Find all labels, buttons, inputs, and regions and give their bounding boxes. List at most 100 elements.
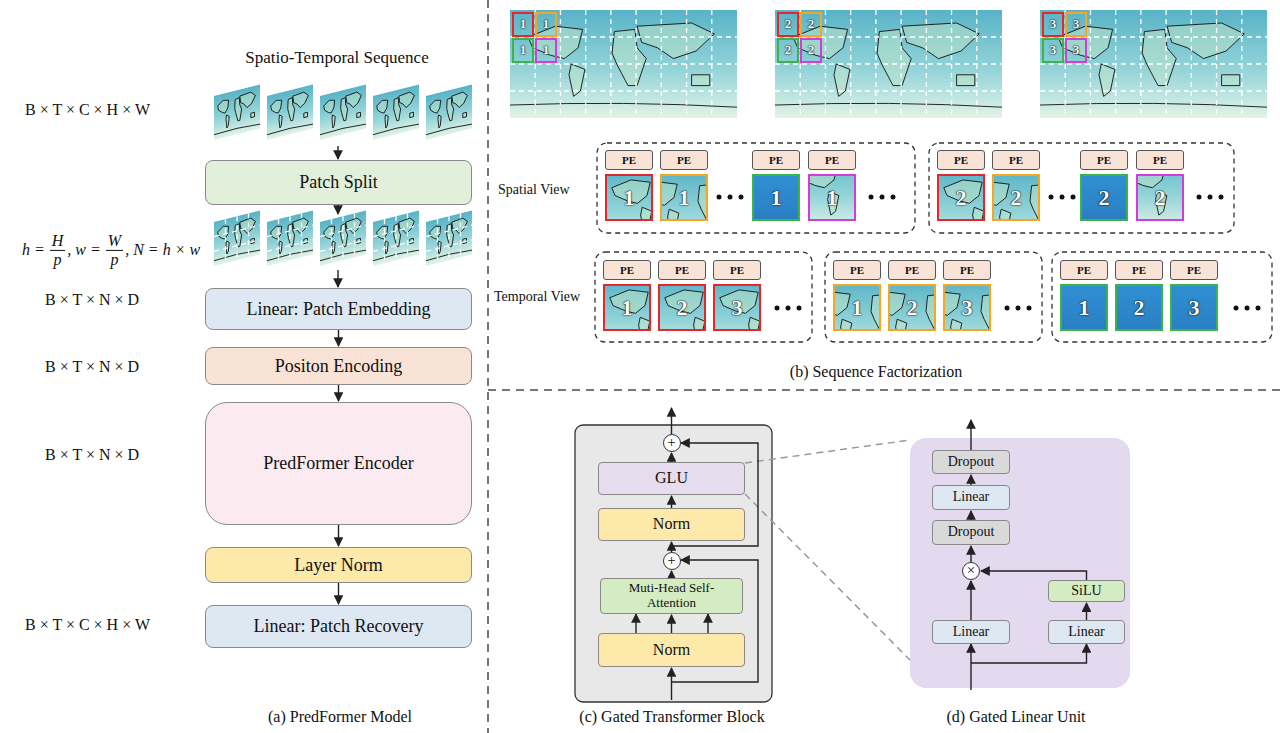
connector [970,546,971,562]
map-ocean [1138,176,1182,219]
grid-line [1040,63,1267,64]
world-map [320,211,366,266]
world-map [267,85,313,140]
land-outline [426,123,472,136]
land-outline [973,207,983,219]
grid-line [926,10,927,118]
connector [671,542,672,552]
grid-line [686,10,687,118]
thumbnail [320,211,366,266]
patch-number: 2 [677,295,688,320]
land-outline [841,319,852,329]
label-text: B × T × N × D [45,291,139,308]
land-outline [749,317,759,329]
map-ocean [715,286,759,329]
grid-line [354,213,355,257]
land-outline [293,91,309,109]
patch-number: 1 [622,295,633,320]
patch-number: 2 [1011,185,1022,210]
label-text: (b) Sequence Factorization [790,363,962,380]
grid-line [448,216,449,260]
thumbnail [426,211,472,266]
process-box: Layer Norm [205,547,472,583]
world-map [1138,176,1182,219]
label-text: W [108,232,121,249]
land-outline [320,123,366,136]
grid-line [395,216,396,260]
patch-token: 2 [1136,174,1184,221]
map-ocean [373,85,419,140]
land-outline [385,114,388,128]
land-outline [430,99,441,115]
patch-marker: 3 [1065,12,1087,37]
box-label: Linear: Patch Embedding [247,299,431,320]
land-outline [279,114,282,128]
box-label: PE [677,154,691,167]
patch-number: 3 [1050,17,1057,32]
box-label: GLU [655,469,688,487]
add-node: + [663,434,681,452]
patch-token: 2 [658,284,706,331]
world-map [267,211,313,266]
patch-token: 1 [603,284,651,331]
linear-box: Linear [1048,620,1125,644]
map-ocean [320,211,366,266]
land-outline [267,123,313,136]
patch-marker: 2 [777,12,799,37]
patch-marker: 1 [512,12,534,37]
grid-line [426,240,472,251]
land-outline [377,99,388,115]
dropout-box: Dropout [932,450,1010,474]
world-map [373,85,419,140]
patch-number: 2 [1155,185,1166,210]
shape-label: B × T × N × D [45,291,139,309]
land-outline [410,112,414,117]
land-outline [438,114,441,128]
pe-box: PE [888,260,936,280]
box-label: PredFormer Encoder [263,453,413,474]
map-ocean [775,10,1002,118]
land-outline [835,292,850,315]
zoom-line [745,440,910,660]
patch-token: 2 [937,174,985,221]
box-label: Layer Norm [294,555,382,576]
process-box: Linear: Patch Recovery [205,605,472,648]
land-outline [1040,103,1267,107]
process-box: Positon Encoding [205,347,472,385]
multiply-node: × [962,562,980,580]
formula: h =Hp, w =Wp, N = h × w [22,232,200,268]
map-ocean [994,176,1038,219]
box-label: PE [622,154,636,167]
patch-number: 2 [785,43,792,58]
pe-box: PE [1115,260,1163,280]
land-outline [637,23,714,59]
patch-marker: 2 [800,12,822,37]
box-label: SiLU [1071,583,1101,599]
process-box: PredFormer Encoder [205,402,472,525]
panel-caption: (d) Gated Linear Unit [946,708,1085,726]
map-ocean [662,176,706,219]
land-outline [399,91,415,109]
box-label: PE [1187,264,1201,277]
fraction: Wp [106,232,123,268]
world-map [810,176,854,219]
box-label: Dropout [948,454,995,470]
land-outline [668,209,679,219]
map-ocean [426,85,472,140]
shape-label: B × T × N × D [45,358,139,376]
box-label: Norm [653,641,690,659]
land-outline [1167,23,1244,59]
land-outline [641,207,651,219]
process-box: Linear: Patch Embedding [205,288,472,330]
land-outline [332,114,335,128]
grid-line [775,90,1002,91]
box-label: Muti-Head Self-Attention [612,581,732,611]
patch-marker: 3 [1065,38,1087,63]
map-ocean [214,211,260,266]
connector [338,385,339,401]
label-text: Spatio-Temporal Sequence [245,48,428,67]
add-node: + [663,552,681,570]
connector [338,583,339,604]
label-text: H [52,232,64,249]
land-outline [463,112,467,117]
